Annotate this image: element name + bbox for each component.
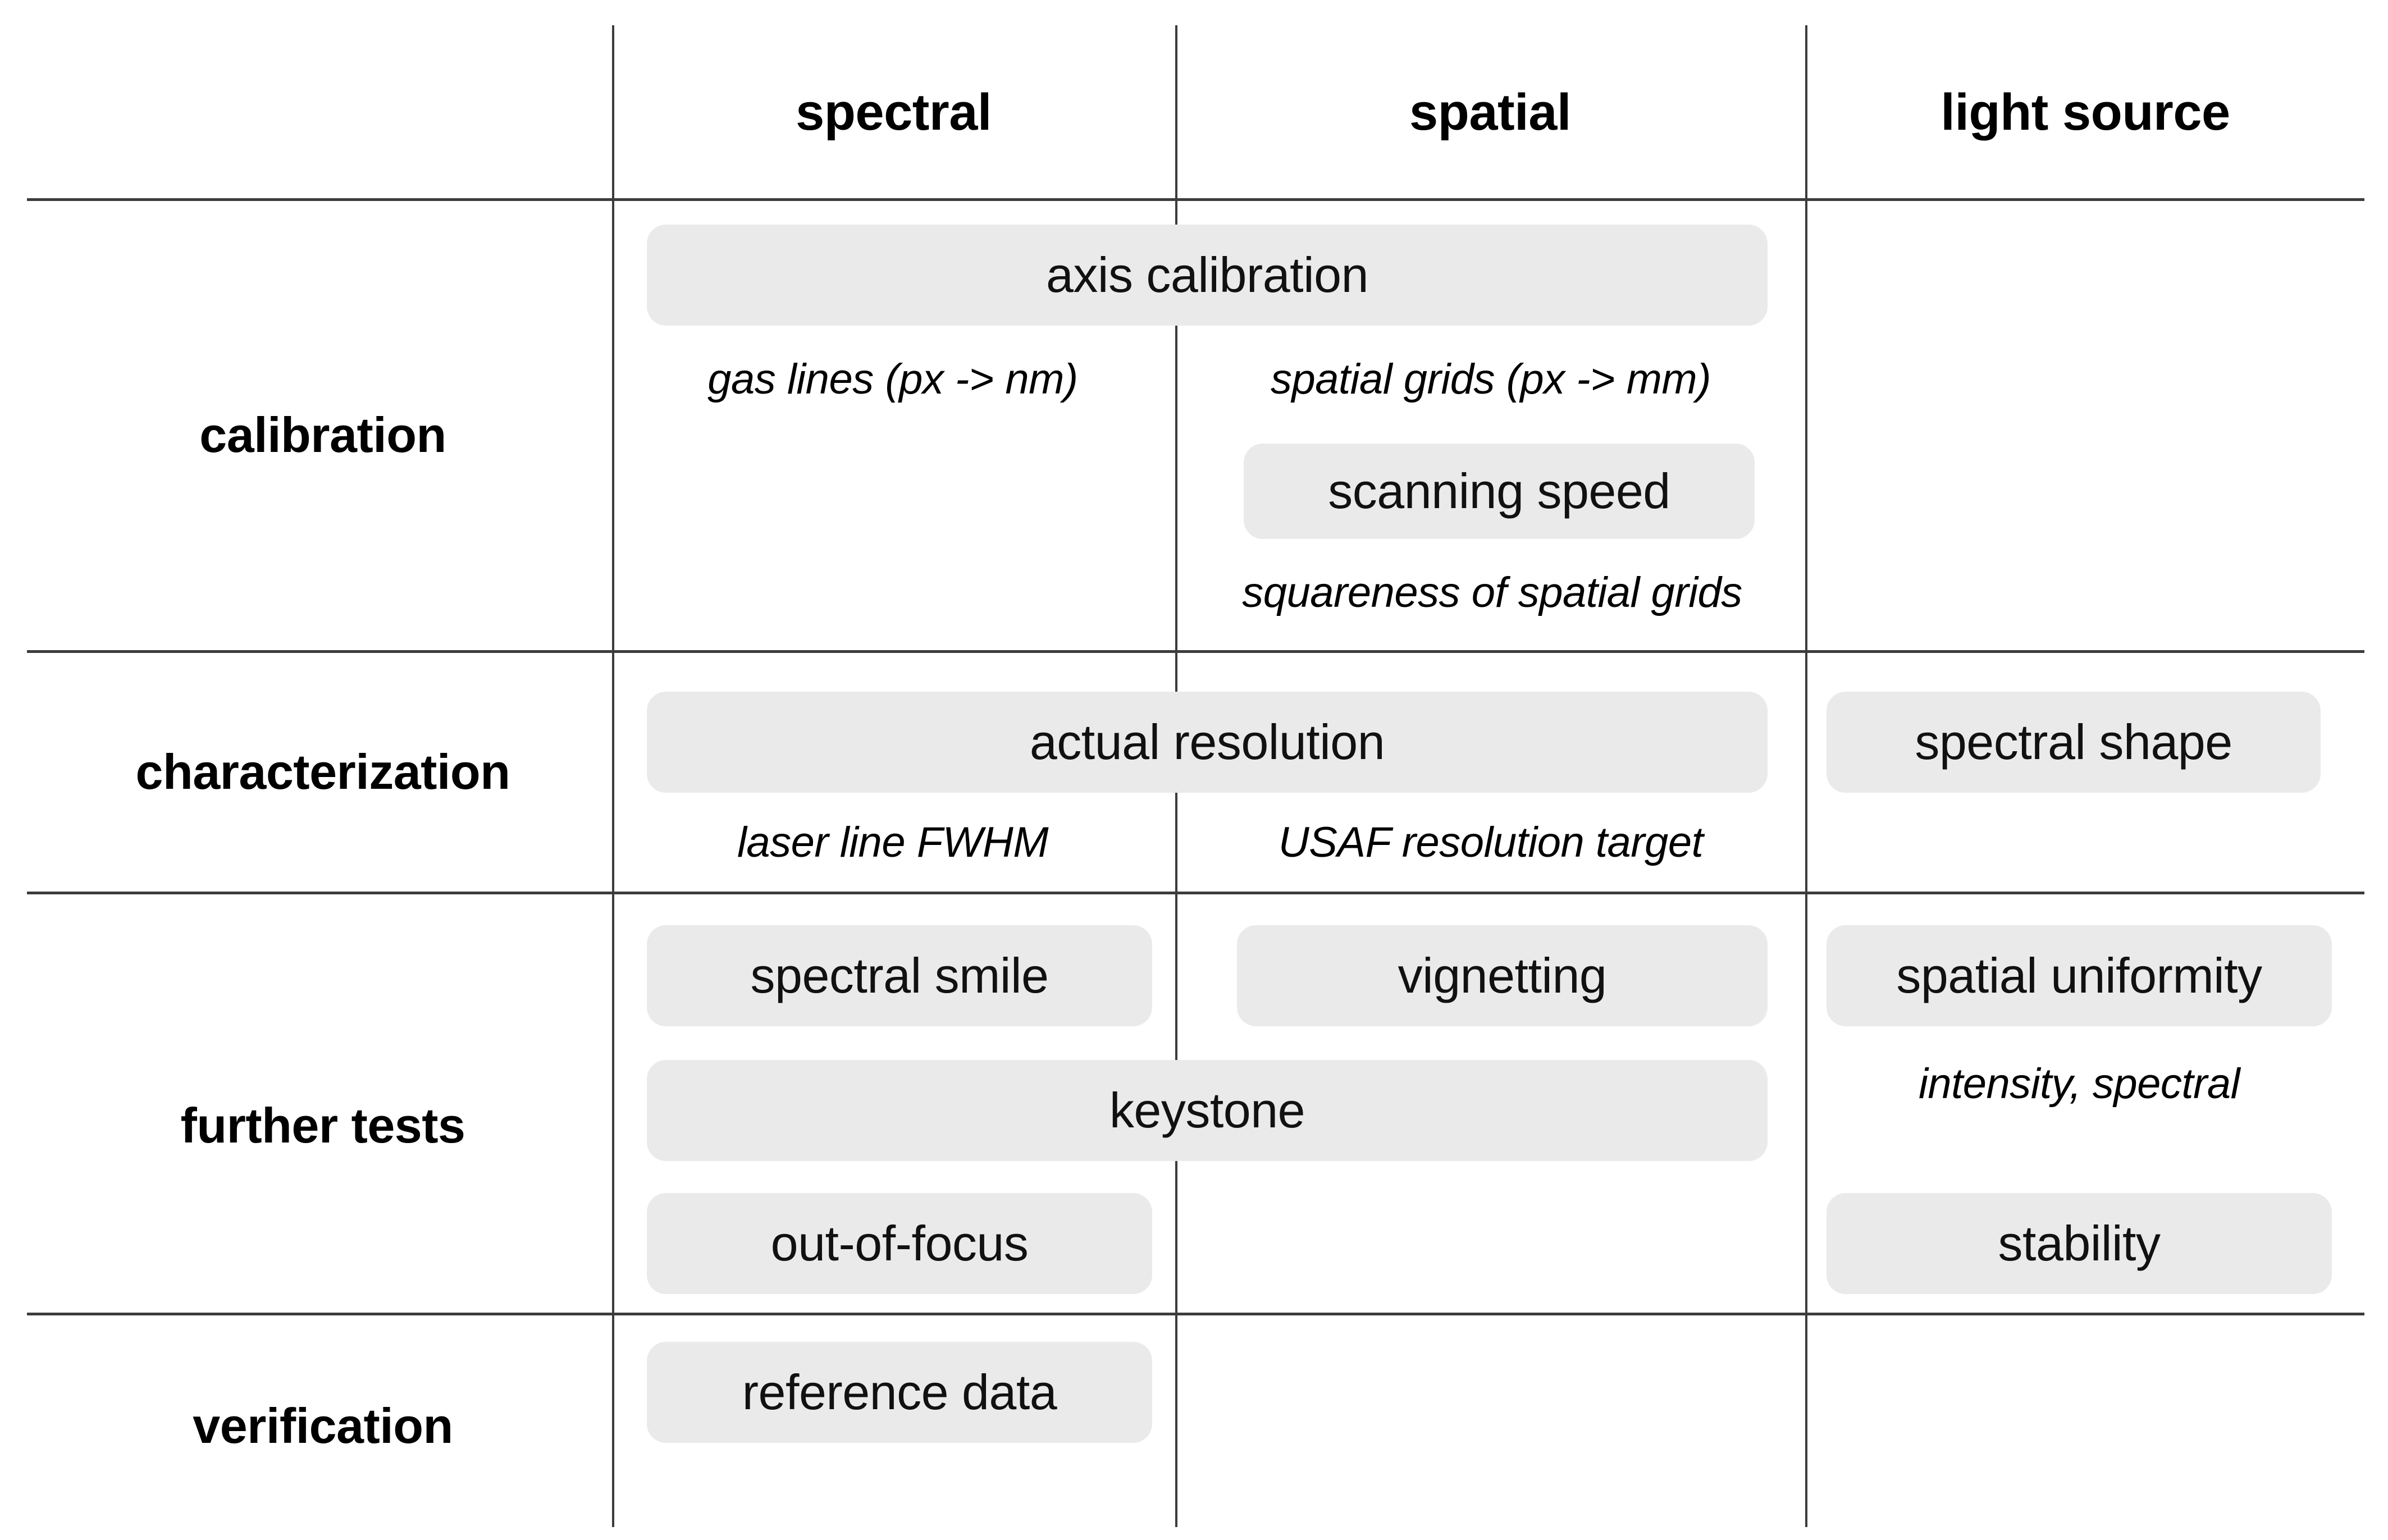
pill-spectral-shape[interactable]: spectral shape: [1827, 692, 2321, 793]
pill-actual-resolution[interactable]: actual resolution: [647, 692, 1768, 793]
pill-scanning-speed[interactable]: scanning speed: [1244, 444, 1755, 539]
note-spatial-grids: spatial grids (px -> mm): [1270, 355, 1711, 403]
pill-stability[interactable]: stability: [1827, 1193, 2332, 1294]
row-header-further-tests: further tests: [180, 1098, 465, 1153]
column-header-light-source: light source: [1940, 83, 2230, 141]
column-header-spatial: spatial: [1409, 83, 1571, 141]
column-header-spectral: spectral: [796, 83, 992, 141]
pill-axis-calibration[interactable]: axis calibration: [647, 225, 1768, 326]
pill-out-of-focus[interactable]: out-of-focus: [647, 1193, 1152, 1294]
row-header-calibration: calibration: [199, 407, 446, 463]
row-divider-further-tests: [27, 1313, 2364, 1315]
note-laser-line-fwhm: laser line FWHM: [737, 818, 1049, 866]
pill-vignetting[interactable]: vignetting: [1237, 925, 1768, 1026]
pill-spatial-uniformity[interactable]: spatial uniformity: [1827, 925, 2332, 1026]
row-header-characterization: characterization: [135, 744, 510, 799]
column-divider-light-source: [1805, 25, 1807, 1527]
note-usaf-resolution-target: USAF resolution target: [1278, 818, 1704, 866]
column-divider-spectral: [612, 25, 614, 1527]
row-divider-characterization: [27, 892, 2364, 894]
pill-spectral-smile[interactable]: spectral smile: [647, 925, 1152, 1026]
note-squareness-of-spatial-grids: squareness of spatial grids: [1242, 568, 1742, 616]
row-divider-calibration: [27, 650, 2364, 653]
note-gas-lines: gas lines (px -> nm): [707, 355, 1078, 403]
note-intensity-spectral: intensity, spectral: [1918, 1059, 2240, 1108]
row-header-verification: verification: [193, 1398, 453, 1454]
row-divider-header: [27, 198, 2364, 201]
pill-reference-data[interactable]: reference data: [647, 1342, 1152, 1443]
pill-keystone[interactable]: keystone: [647, 1060, 1768, 1161]
